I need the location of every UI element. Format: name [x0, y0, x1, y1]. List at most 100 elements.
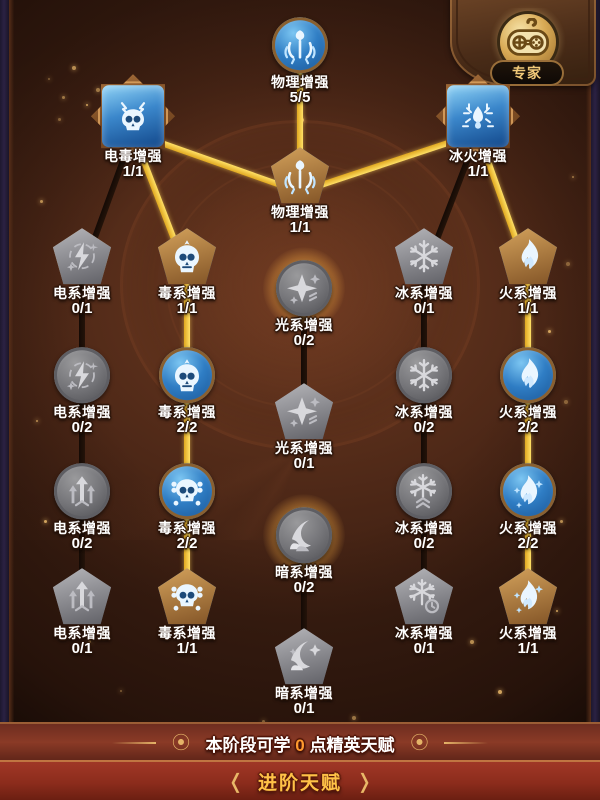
talent-node-label: 物理增强: [271, 74, 329, 91]
talent-node-label: 冰系增强: [395, 285, 453, 302]
snowflake-icon: [404, 236, 444, 276]
talent-node-frame: [271, 147, 329, 204]
badge-ribbon: 专家: [490, 60, 564, 86]
talent-node-rank: 2/2: [517, 419, 539, 437]
talent-node-frame: [53, 228, 111, 285]
talent-node-rank: 0/2: [71, 535, 93, 553]
talent-node-frame: [395, 228, 453, 285]
flame-icon: [508, 355, 548, 395]
talent-node-rank: 2/2: [176, 419, 198, 437]
sparkle: [262, 720, 265, 723]
talent-node-label: 暗系增强: [275, 685, 333, 702]
talent-node-label: 毒系增强: [158, 625, 216, 642]
snowflake-dot-icon: [404, 576, 444, 616]
talent-node-rank: 0/1: [413, 300, 435, 318]
talent-node-frame: [53, 568, 111, 625]
talent-node-label: 冰火增强: [449, 148, 507, 165]
expert-badge[interactable]: 专家: [446, 0, 596, 98]
sparkle: [62, 96, 65, 99]
talent-node-rank: 1/1: [176, 300, 198, 318]
skull-hood-icon: [167, 355, 207, 395]
sparkle: [96, 88, 100, 92]
sparkle: [566, 262, 570, 266]
talent-node-rank: 1/1: [122, 163, 144, 181]
arrows-up-icon: [62, 471, 102, 511]
talent-node-frame: [158, 568, 216, 625]
frame-left-edge: [0, 0, 9, 800]
talent-node-frame: [272, 17, 328, 74]
sparkle: [120, 690, 122, 692]
sparkle: [498, 690, 502, 694]
talent-node-label: 光系增强: [275, 317, 333, 334]
chevron-right-icon: ❭: [356, 770, 373, 793]
chevron-left-icon: ❬: [227, 770, 244, 793]
flame-icon: [508, 236, 548, 276]
talent-node-label: 毒系增强: [158, 404, 216, 421]
talent-node-rank: 1/1: [517, 300, 539, 318]
star-icon: [284, 391, 324, 431]
talent-node-label: 毒系增强: [158, 520, 216, 537]
frame-left-inner: [9, 0, 14, 800]
sparkle: [556, 610, 558, 612]
advanced-talent-tab[interactable]: ❬ 进阶天赋 ❭: [0, 760, 600, 800]
status-suffix: 点精英天赋: [309, 735, 395, 755]
talent-node-rank: 0/1: [71, 640, 93, 658]
talent-node-label: 冰系增强: [395, 520, 453, 537]
talent-node-label: 毒系增强: [158, 285, 216, 302]
talent-node-rank: 0/2: [293, 332, 315, 350]
physical-icon: [280, 155, 320, 195]
talent-node-label: 电系增强: [53, 625, 111, 642]
sparkle: [564, 400, 568, 404]
star-icon: [284, 268, 324, 308]
physical-icon: [280, 25, 320, 65]
talent-node-rank: 2/2: [176, 535, 198, 553]
talent-node-rank: 1/1: [289, 219, 311, 237]
snowflake-flame-icon: [458, 96, 498, 136]
swirl-ornament-left-icon: ⦿: [171, 733, 190, 753]
talent-node-frame: [500, 463, 556, 520]
moon-star-icon: [284, 636, 324, 676]
talent-node-frame: [159, 463, 215, 520]
flame-spark-icon: [508, 576, 548, 616]
talent-node-rank: 2/2: [517, 535, 539, 553]
talent-node-rank: 0/1: [71, 300, 93, 318]
moon-icon: [284, 515, 324, 555]
sparkle: [72, 66, 76, 70]
sparkle: [58, 118, 61, 121]
talent-node-frame: [54, 463, 110, 520]
talent-node-label: 火系增强: [499, 520, 557, 537]
talent-node-frame: [499, 568, 557, 625]
arrows-up-icon: [62, 576, 102, 616]
badge-label: 专家: [512, 65, 542, 81]
sparkle: [40, 200, 43, 203]
talent-node-rank: 0/2: [71, 419, 93, 437]
talent-node-frame: [396, 463, 452, 520]
talent-node-label: 火系增强: [499, 404, 557, 421]
talent-node-frame: [91, 74, 175, 159]
